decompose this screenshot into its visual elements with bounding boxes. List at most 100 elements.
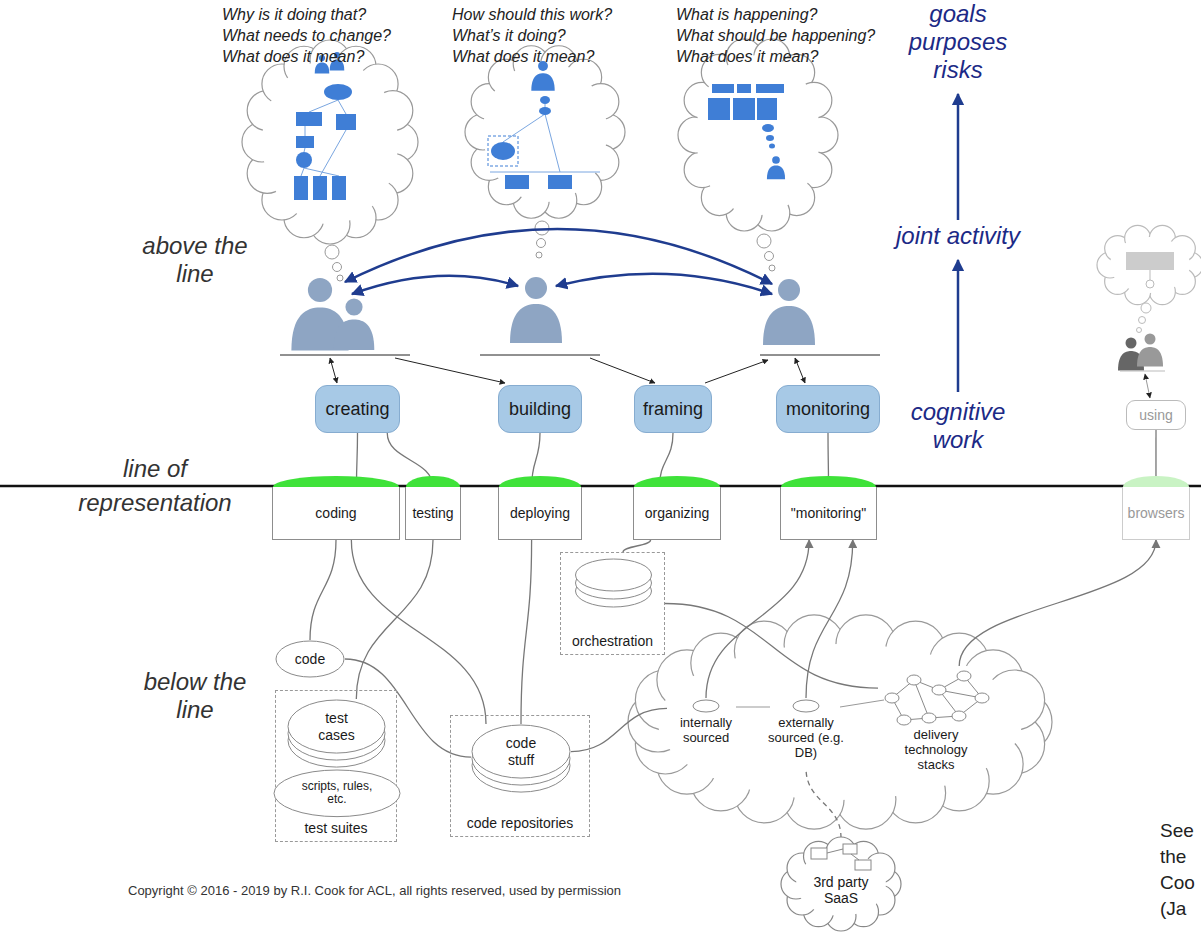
- sketch-box: [294, 176, 308, 200]
- component-shape: code: [275, 640, 345, 678]
- sketch-box: [488, 136, 518, 166]
- node-label: framing: [643, 399, 703, 420]
- bubble-dot: [536, 252, 542, 258]
- sketch-line: [305, 126, 306, 136]
- node-label: using: [1139, 407, 1172, 423]
- sketch-box: [548, 175, 572, 189]
- thought-sketch: [294, 52, 356, 200]
- sketch-oval: [769, 144, 775, 149]
- network-link: [736, 707, 770, 708]
- sketch-oval: [762, 124, 774, 132]
- sketch-box: [296, 136, 314, 148]
- decor-circle: [772, 156, 780, 164]
- decor-path: [510, 304, 562, 343]
- green-cap: [406, 476, 459, 487]
- group-box: code repositoriescode stuff: [450, 715, 590, 837]
- node-label: "monitoring": [791, 505, 866, 521]
- component-shape: test cases: [287, 699, 386, 754]
- connector: [806, 768, 841, 838]
- collaboration-arrow: [352, 276, 518, 294]
- decor-ellipse: [483, 62, 607, 202]
- service-box: [811, 848, 827, 859]
- sketch-box: [737, 84, 751, 93]
- sketch-box: [733, 98, 755, 120]
- sketch-box: [756, 84, 784, 93]
- sketch-line: [490, 172, 600, 173]
- decor-circle: [345, 298, 362, 315]
- sketch-line: [503, 114, 545, 142]
- connector: [706, 540, 809, 698]
- node-label: deploying: [510, 505, 570, 521]
- decor-circle: [1145, 334, 1156, 345]
- connector: [806, 540, 853, 698]
- sketch-oval: [766, 135, 774, 141]
- node-oval: [576, 559, 652, 591]
- bubble-dot: [337, 275, 343, 281]
- representation-line: [0, 485, 1201, 488]
- infrastructure-cloud: [628, 615, 1052, 829]
- green-cap: [273, 476, 399, 487]
- question-text: What does it mean?: [222, 48, 452, 66]
- component-shape: scripts, rules, etc.: [273, 769, 401, 818]
- activity-box: building: [498, 385, 582, 433]
- node-label: internally sourced: [671, 716, 741, 746]
- node-label: code: [295, 651, 325, 667]
- node-oval: [276, 641, 344, 677]
- person-baseline: [1120, 371, 1165, 372]
- decor-path: [767, 166, 785, 180]
- node-oval: [907, 675, 921, 685]
- question-text: What does it mean?: [676, 48, 891, 66]
- tool-box: "monitoring": [780, 487, 877, 540]
- thought-bubble: [1097, 225, 1201, 304]
- decor-path: [531, 73, 554, 91]
- sketch-line: [304, 148, 305, 152]
- network-link: [851, 854, 859, 860]
- copyright-note: Copyright © 2016 - 2019 by R.I. Cook for…: [128, 884, 768, 899]
- sketch-oval: [324, 84, 352, 100]
- question-text: Why is it doing that?: [222, 6, 452, 24]
- bubble-dot: [757, 234, 771, 248]
- sketch-box: [332, 176, 346, 200]
- annotation: above the line: [135, 232, 255, 287]
- node-oval: [274, 770, 400, 817]
- annotation: goals: [908, 0, 1008, 28]
- person-icon: [510, 277, 562, 343]
- connector: [356, 540, 433, 699]
- component-shape: delivery technology stacks: [878, 666, 994, 777]
- node-oval: [957, 671, 971, 681]
- group-box: test suitestest casesscripts, rules, etc…: [275, 690, 397, 842]
- annotation: risks: [908, 56, 1008, 84]
- service-box: [855, 860, 871, 870]
- interaction-arrow: [330, 358, 337, 383]
- bubble-dot: [1139, 317, 1146, 324]
- node-oval: [288, 700, 385, 753]
- service-box: [843, 844, 857, 854]
- sketch-oval: [539, 107, 551, 115]
- node-oval: [975, 693, 989, 703]
- node-label: externally sourced (e.g. DB): [766, 716, 846, 761]
- interaction-arrow: [705, 360, 768, 383]
- node-label: creating: [325, 399, 389, 420]
- activity-box: monitoring: [776, 385, 880, 433]
- tool-box: deploying: [498, 487, 582, 540]
- connector: [310, 540, 336, 640]
- tool-box: browsers: [1122, 487, 1191, 540]
- sketch-box: [712, 84, 734, 93]
- collaboration-arrow: [556, 274, 772, 294]
- node-oval: [472, 725, 570, 778]
- thought-sketch: [1126, 252, 1174, 280]
- question-text: How should this work?: [452, 6, 672, 24]
- node-oval: [952, 711, 966, 721]
- connector: [351, 540, 486, 724]
- node-oval: [885, 693, 899, 703]
- node-label: testing: [412, 505, 453, 521]
- connector: [521, 540, 532, 724]
- decor-circle: [308, 278, 332, 302]
- node-oval: [693, 700, 719, 712]
- bubble-dot: [1141, 303, 1151, 313]
- bubble-dot: [769, 265, 775, 271]
- sketch-line: [309, 100, 338, 112]
- tool-box: testing: [405, 487, 460, 540]
- sketch-box: [336, 114, 356, 130]
